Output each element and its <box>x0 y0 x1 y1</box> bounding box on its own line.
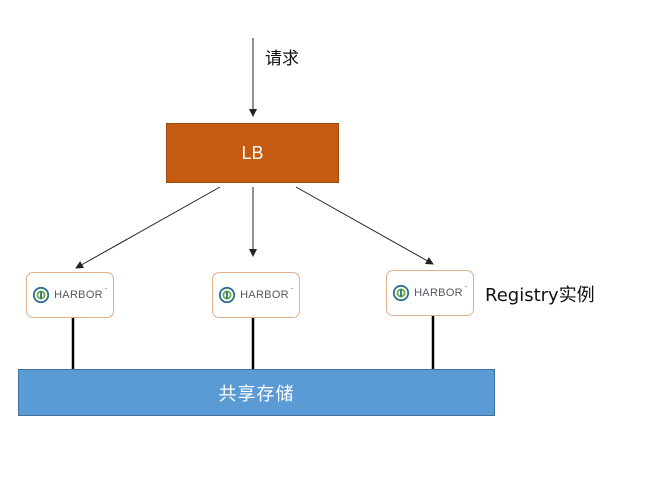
harbor-instance-2: HARBOR ™ <box>212 272 300 318</box>
shared-storage-node: 共享存储 <box>18 369 495 416</box>
lb-node: LB <box>166 123 339 183</box>
harbor-instance-1: HARBOR ™ <box>26 272 114 318</box>
shared-storage-label: 共享存储 <box>218 383 295 405</box>
registry-instances-label: Registry实例 <box>485 285 595 306</box>
lb-to-harbor-3-arrow <box>295 186 434 265</box>
harbor-trademark: ™ <box>103 287 108 292</box>
harbor-wordmark: HARBOR <box>414 287 463 299</box>
request-label: 请求 <box>265 49 299 69</box>
harbor-logo-icon <box>392 284 410 302</box>
harbor-logo-icon <box>218 286 236 304</box>
harbor-trademark: ™ <box>289 287 294 292</box>
lb-to-harbor-1-arrow <box>75 186 221 269</box>
harbor-logo-icon <box>32 286 50 304</box>
lb-label: LB <box>241 142 264 163</box>
harbor-instance-3: HARBOR ™ <box>386 270 474 316</box>
harbor-trademark: ™ <box>463 285 468 290</box>
harbor-wordmark: HARBOR <box>240 289 289 301</box>
harbor-wordmark: HARBOR <box>54 289 103 301</box>
